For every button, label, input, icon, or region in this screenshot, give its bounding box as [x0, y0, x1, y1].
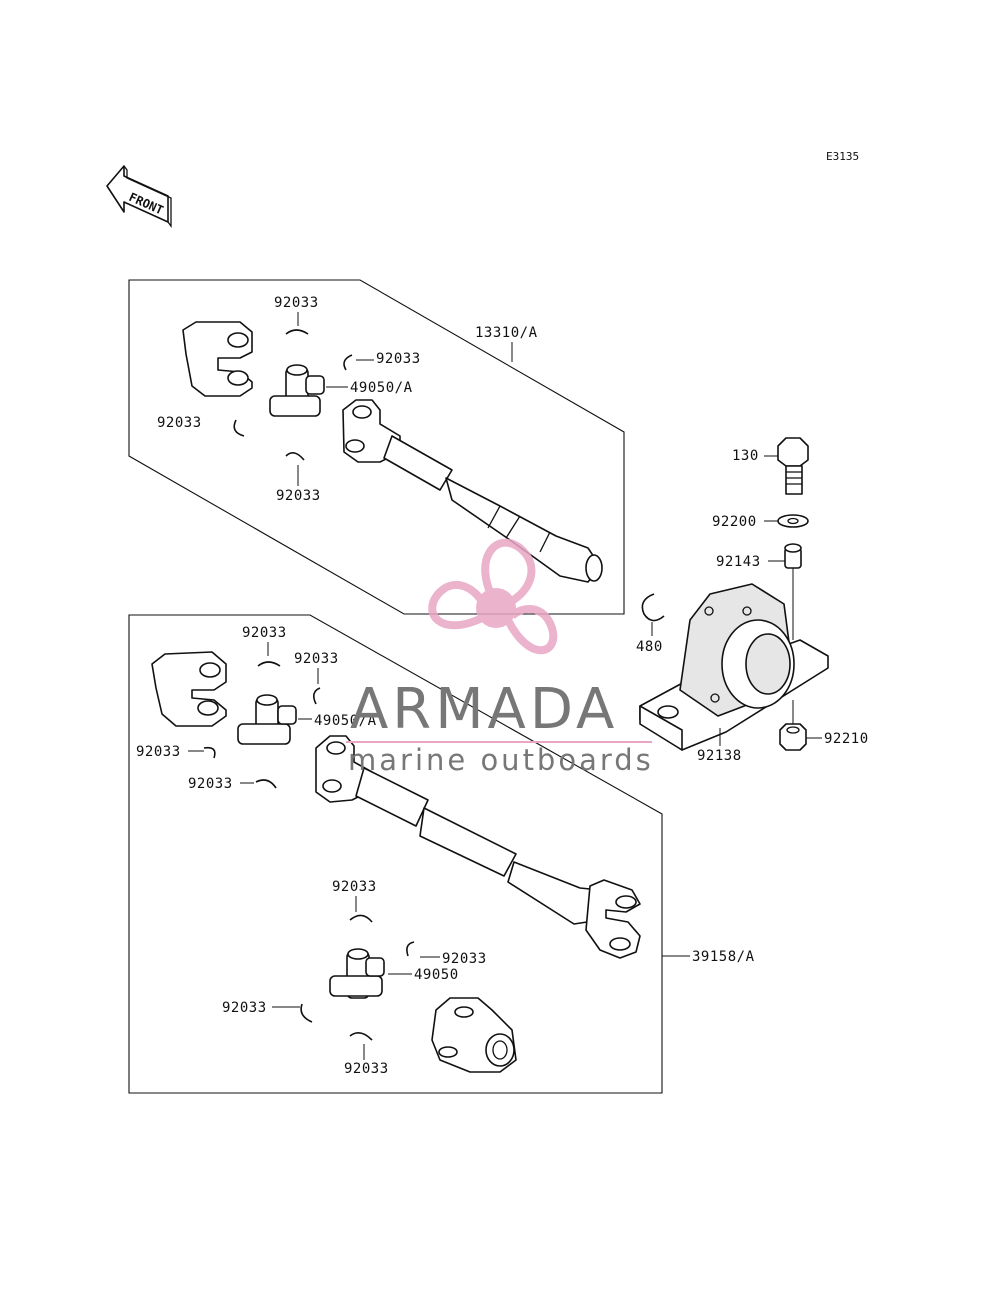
assembly-box-bottom: [128, 614, 663, 1094]
nut-92210: [779, 723, 807, 751]
label-clip-k: 92033: [222, 1000, 267, 1016]
label-clip-c: 92033: [157, 415, 202, 431]
clip-92033-f: [312, 687, 321, 705]
clip-92033-k: [300, 1003, 313, 1023]
ring-480: [641, 593, 665, 622]
front-arrow-icon: FRONT: [106, 165, 172, 228]
washer-92200: [777, 514, 809, 528]
label-clip-d: 92033: [276, 488, 321, 504]
diagram-code: E3135: [826, 150, 859, 163]
watermark-logo-icon: [428, 538, 558, 655]
clip-92033-h: [255, 779, 277, 789]
label-assy-top: 13310/A: [475, 325, 538, 341]
label-joint-bottom: 49050: [414, 967, 459, 983]
cross-joint-mid: [237, 694, 297, 745]
label-joint-mid: 49050/A: [314, 713, 377, 729]
label-bolt: 130: [732, 448, 759, 464]
label-ring: 480: [636, 639, 663, 655]
clip-92033-d: [285, 452, 305, 461]
clip-92033-e: [257, 661, 281, 667]
label-clip-g: 92033: [136, 744, 181, 760]
bolt-130: [777, 437, 809, 495]
label-joint-top: 49050/A: [350, 380, 413, 396]
clip-92033-b: [343, 354, 353, 371]
label-nut: 92210: [824, 731, 869, 747]
label-clip-j: 92033: [442, 951, 487, 967]
drive-shaft-top: [342, 399, 603, 583]
label-bearing: 92138: [697, 748, 742, 764]
label-washer: 92200: [712, 514, 757, 530]
label-collar: 92143: [716, 554, 761, 570]
label-clip-a: 92033: [274, 295, 319, 311]
yoke-bottom-upper-left: [151, 651, 227, 727]
watermark-brand: ARMADA: [350, 677, 618, 742]
clip-92033-j: [406, 941, 415, 957]
bearing-housing-92138: [639, 583, 829, 751]
label-clip-i: 92033: [332, 879, 377, 895]
label-clip-f: 92033: [294, 651, 339, 667]
splined-yoke-bottom: [431, 997, 517, 1073]
label-clip-h: 92033: [188, 776, 233, 792]
label-clip-b: 92033: [376, 351, 421, 367]
label-assy-bottom: 39158/A: [692, 949, 755, 965]
clip-92033-l: [349, 1032, 373, 1041]
clip-92033-g: [203, 746, 216, 759]
clip-92033-i: [349, 914, 373, 923]
cross-joint-top: [269, 364, 325, 417]
assembly-box-top: [128, 279, 625, 615]
clip-92033-a: [285, 329, 309, 335]
cross-joint-bottom: [329, 948, 385, 999]
yoke-top-left: [182, 321, 253, 397]
label-clip-e: 92033: [242, 625, 287, 641]
collar-92143: [784, 543, 802, 569]
drive-shaft-bottom: [315, 735, 641, 959]
label-clip-l: 92033: [344, 1061, 389, 1077]
clip-92033-c: [233, 419, 245, 437]
watermark-tagline: marine outboards: [348, 743, 654, 777]
